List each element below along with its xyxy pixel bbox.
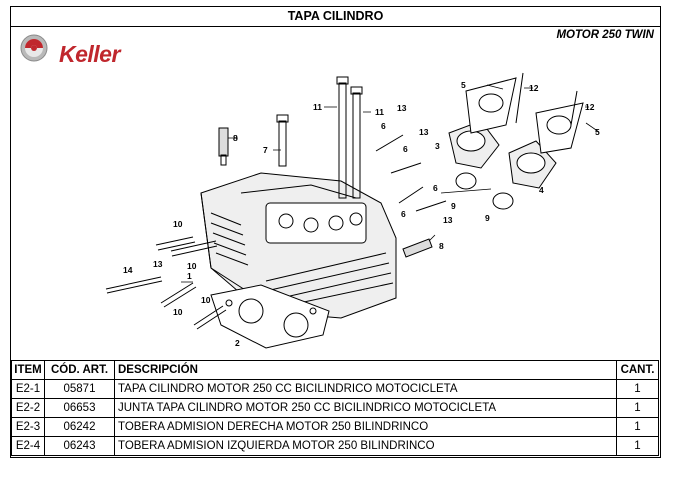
part-label: 6	[433, 183, 438, 193]
part-label: 3	[435, 141, 440, 151]
page-title: TAPA CILINDRO	[11, 7, 660, 27]
part-label: 10	[201, 295, 211, 305]
part-label: 9	[485, 213, 490, 223]
part-label: 7	[263, 145, 268, 155]
part-label: 13	[419, 127, 429, 137]
cell-code: 06653	[44, 398, 115, 418]
cell-code: 05871	[44, 379, 115, 399]
cell-quantity: 1	[616, 436, 659, 456]
part-label: 14	[123, 265, 133, 275]
spark-plugs-drawing	[218, 127, 433, 258]
part-label: 13	[153, 259, 163, 269]
cell-quantity: 1	[616, 417, 659, 437]
cell-quantity: 1	[616, 379, 659, 399]
parts-table: ITEM CÓD. ART. DESCRIPCIÓN CANT. E2-1 05…	[11, 360, 659, 456]
table-row: E2-1 05871 TAPA CILINDRO MOTOR 250 CC BI…	[11, 379, 659, 399]
col-item: ITEM	[11, 360, 45, 380]
part-label: 12	[585, 102, 595, 112]
col-quantity: CANT.	[616, 360, 659, 380]
leader-lines	[181, 84, 600, 283]
cell-item: E2-3	[11, 417, 45, 437]
cell-description: TAPA CILINDRO MOTOR 250 CC BICILINDRICO …	[114, 379, 617, 399]
part-number-labels: 1 2 3 4 5 5 6 6 6 6 7 8 8 9 9 10 10 10 1…	[123, 80, 600, 348]
cell-description: TOBERA ADMISION DERECHA MOTOR 250 BILIND…	[114, 417, 617, 437]
table-header-row: ITEM CÓD. ART. DESCRIPCIÓN CANT.	[11, 360, 659, 380]
col-description: DESCRIPCIÓN	[114, 360, 617, 380]
cell-code: 06243	[44, 436, 115, 456]
part-label: 5	[595, 127, 600, 137]
part-label: 1	[187, 271, 192, 281]
cell-item: E2-1	[11, 379, 45, 399]
part-label: 13	[397, 103, 407, 113]
part-label: 9	[451, 201, 456, 211]
cell-quantity: 1	[616, 398, 659, 418]
table-row: E2-4 06243 TOBERA ADMISION IZQUIERDA MOT…	[11, 436, 659, 456]
cylinder-head-drawing	[200, 172, 397, 319]
long-bolts-drawing	[276, 76, 363, 199]
part-label: 8	[233, 133, 238, 143]
table-row: E2-2 06653 JUNTA TAPA CILINDRO MOTOR 250…	[11, 398, 659, 418]
part-label: 13	[443, 215, 453, 225]
intake-manifolds-drawing	[448, 77, 584, 210]
part-label: 6	[381, 121, 386, 131]
part-label: 10	[173, 219, 183, 229]
head-gasket-drawing	[210, 284, 330, 349]
part-label: 11	[375, 107, 384, 117]
motor-model: MOTOR 250 TWIN	[556, 29, 654, 41]
keller-logo-icon	[20, 34, 48, 62]
brand-name: Keller	[59, 41, 120, 67]
parts-sheet: TAPA CILINDRO Keller MOTOR 250 TWIN	[10, 6, 661, 458]
part-label: 11	[313, 102, 322, 112]
table-row: E2-3 06242 TOBERA ADMISION DERECHA MOTOR…	[11, 417, 659, 437]
part-label: 10	[173, 307, 183, 317]
brand-logo: Keller	[17, 33, 147, 67]
part-label: 2	[235, 338, 240, 348]
cell-description: TOBERA ADMISION IZQUIERDA MOTOR 250 BILI…	[114, 436, 617, 456]
part-label: 6	[403, 144, 408, 154]
part-label: 8	[439, 241, 444, 251]
part-label: 5	[461, 80, 466, 90]
cell-item: E2-4	[11, 436, 45, 456]
part-label: 10	[187, 261, 197, 271]
small-bolts-drawing	[375, 72, 578, 212]
part-label: 6	[401, 209, 406, 219]
part-label: 12	[529, 83, 539, 93]
studs-drawing	[105, 236, 227, 330]
cell-description: JUNTA TAPA CILINDRO MOTOR 250 CC BICILIN…	[114, 398, 617, 418]
cell-code: 06242	[44, 417, 115, 437]
col-code: CÓD. ART.	[44, 360, 115, 380]
part-label: 4	[539, 185, 544, 195]
exploded-parts-diagram: 1 2 3 4 5 5 6 6 6 6 7 8 8 9 9 10 10 10 1…	[105, 72, 600, 349]
cell-item: E2-2	[11, 398, 45, 418]
